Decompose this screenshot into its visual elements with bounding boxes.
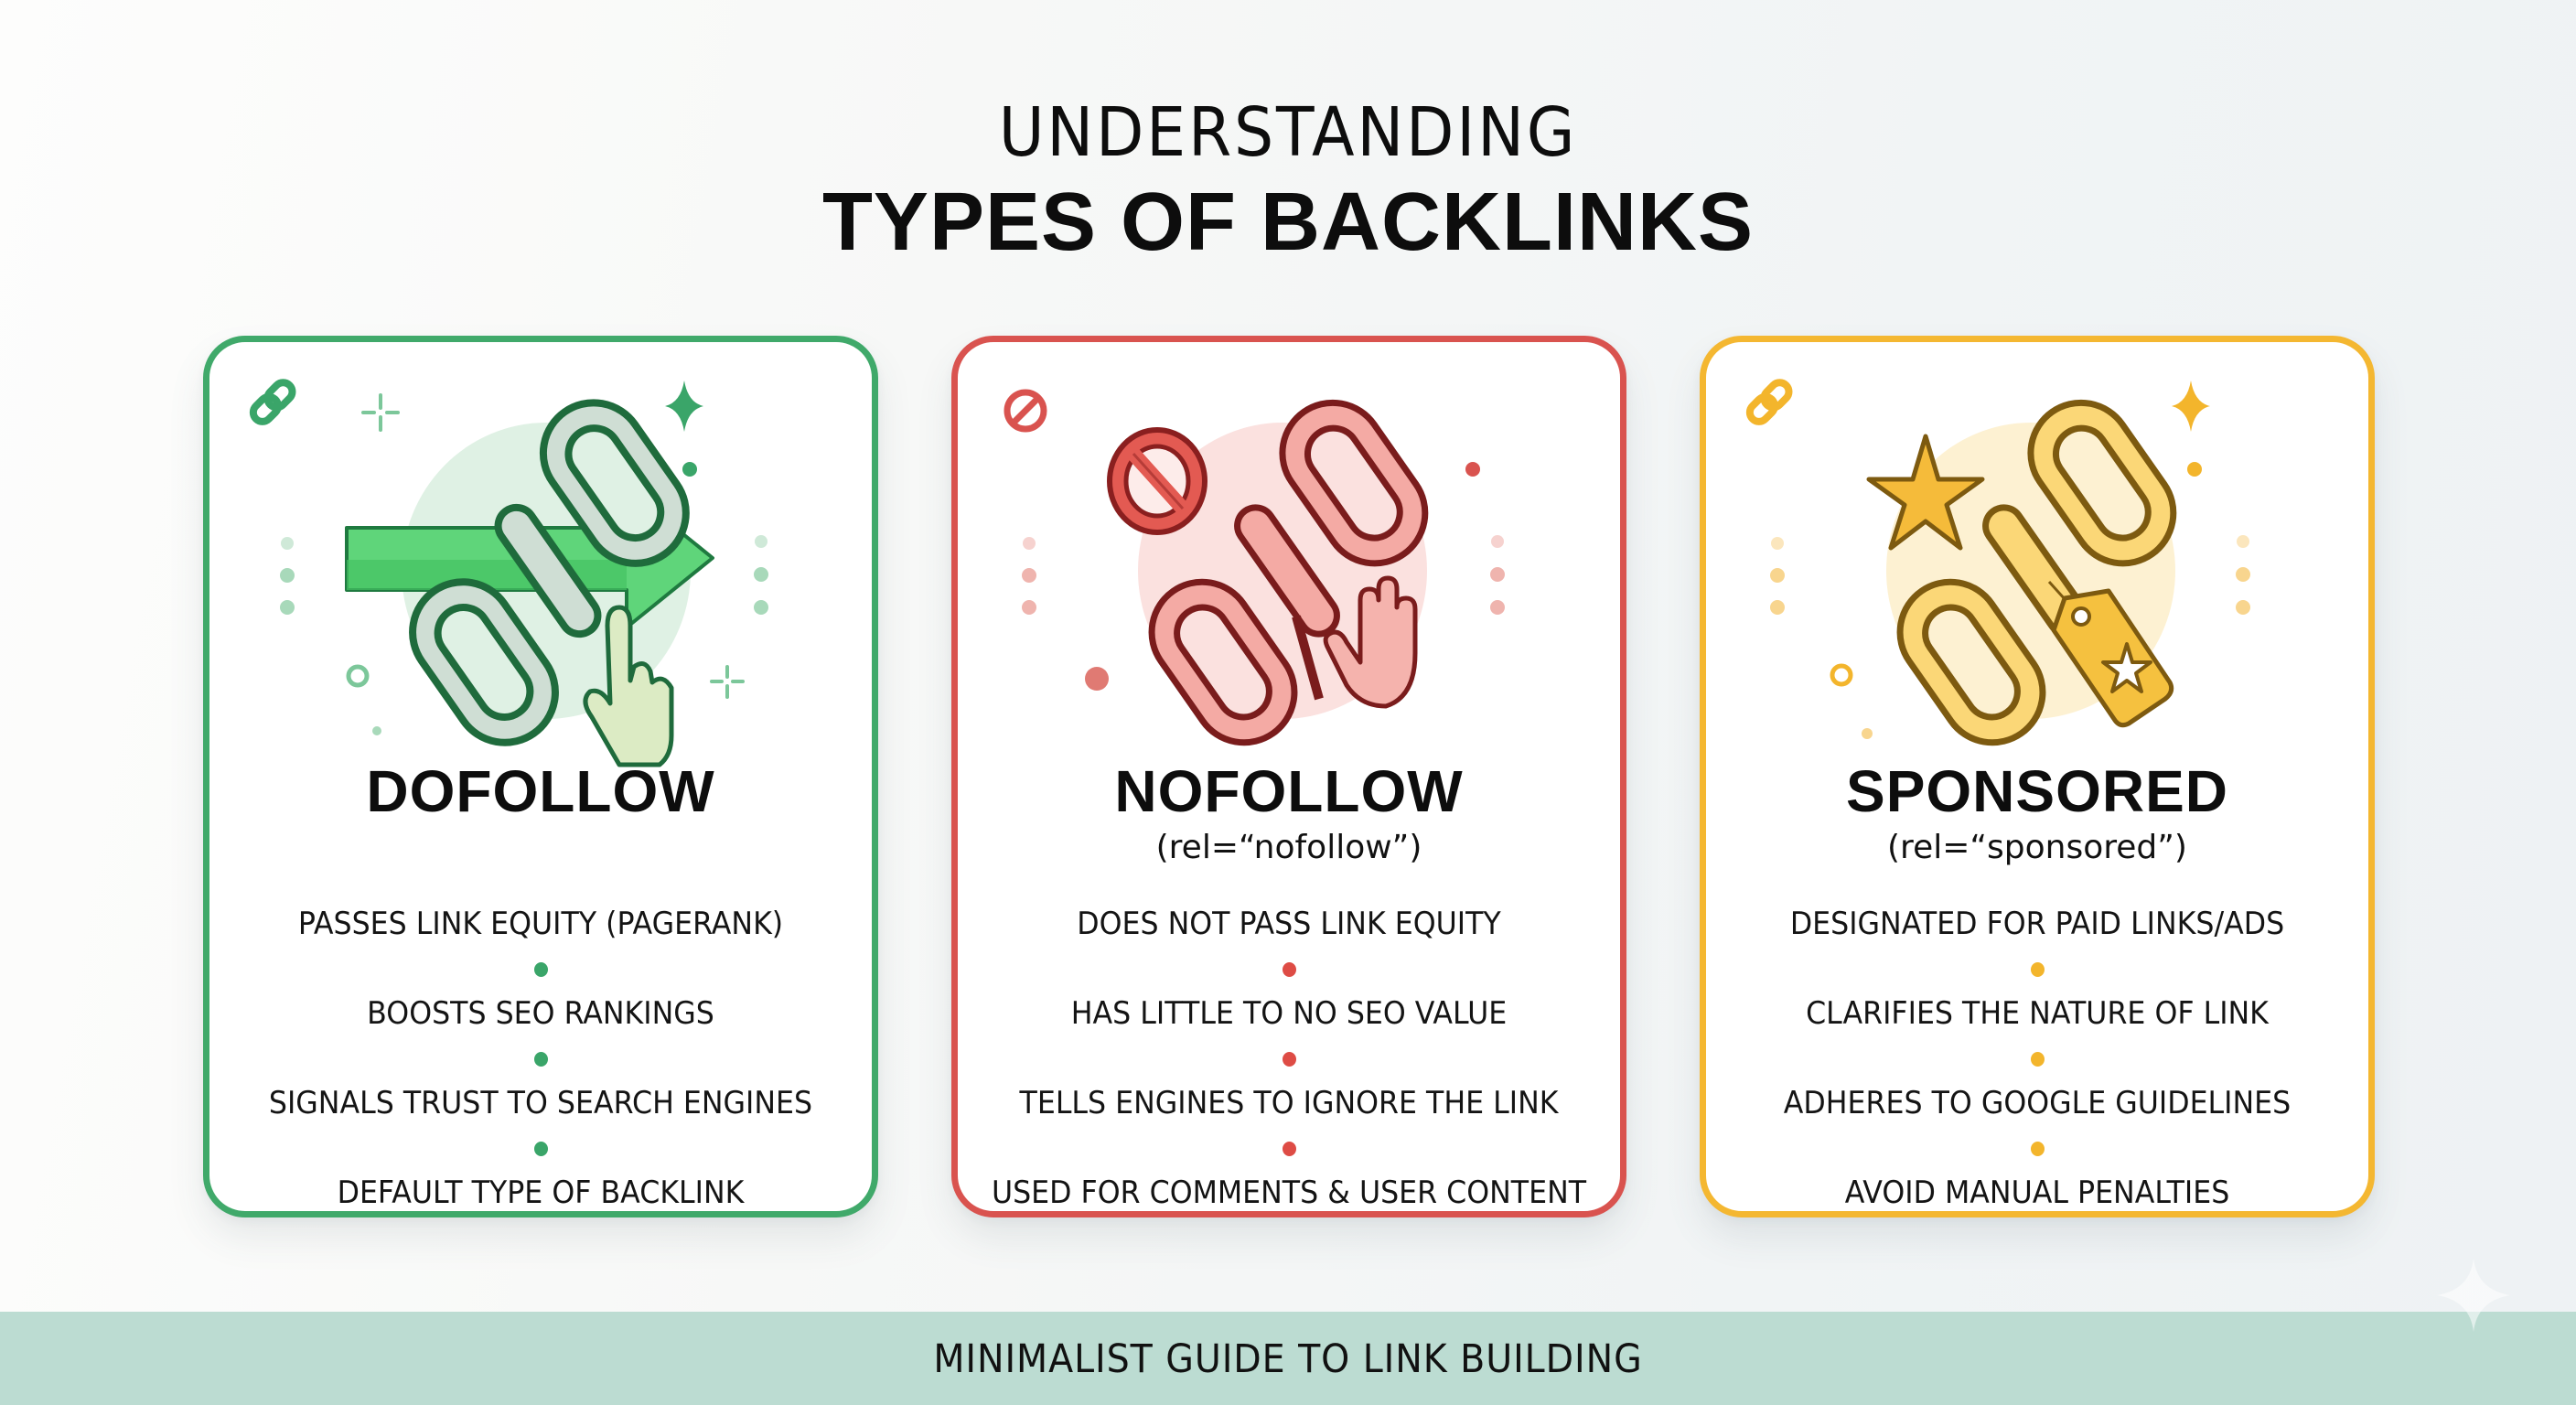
prohibited-icon: [1107, 427, 1208, 535]
list-item: ADHERES TO GOOGLE GUIDELINES: [1783, 1085, 2292, 1121]
card-nofollow: NOFOLLOW (rel=“nofollow”) DOES NOT PASS …: [951, 336, 1626, 1217]
list-item: DESIGNATED FOR PAID LINKS/ADS: [1789, 906, 2285, 942]
link-icon: [249, 379, 296, 425]
bullet-dot: [209, 1036, 872, 1081]
card-heading: SPONSORED: [1846, 758, 2228, 824]
feature-list: DOES NOT PASS LINK EQUITY HAS LITTLE TO …: [958, 902, 1620, 1216]
bullet-dot: [1706, 1036, 2368, 1081]
card-heading: NOFOLLOW: [1114, 758, 1464, 824]
chain-link-icon: [1896, 399, 2177, 746]
card-dofollow: DOFOLLOW PASSES LINK EQUITY (PAGERANK) B…: [203, 336, 878, 1217]
list-item: HAS LITTLE TO NO SEO VALUE: [1070, 995, 1508, 1032]
list-item: AVOID MANUAL PENALTIES: [1844, 1174, 2230, 1211]
chain-link-icon: [409, 399, 690, 746]
bullet-dot: [209, 947, 872, 992]
bullet-dot: [1706, 1126, 2368, 1171]
chain-link-icon: [1148, 399, 1429, 746]
stop-hand-icon: [1323, 575, 1418, 709]
list-item: TELLS ENGINES TO IGNORE THE LINK: [1019, 1085, 1559, 1121]
card-subtitle: (rel=“nofollow”): [1155, 829, 1422, 866]
list-item: DOES NOT PASS LINK EQUITY: [1077, 906, 1501, 942]
footer-text: MINIMALIST GUIDE TO LINK BUILDING: [933, 1336, 1643, 1382]
list-item: SIGNALS TRUST TO SEARCH ENGINES: [268, 1085, 813, 1121]
sparkle-icon: [361, 393, 400, 432]
list-item: USED FOR COMMENTS & USER CONTENT: [991, 1174, 1587, 1211]
nofollow-illustration: [958, 342, 1620, 772]
list-item: CLARIFIES THE NATURE OF LINK: [1806, 995, 2269, 1032]
star-icon: [1866, 434, 1985, 551]
link-icon: [1745, 379, 1793, 425]
price-tag-icon: [2051, 588, 2174, 728]
card-subtitle: (rel=“sponsored”): [1887, 829, 2187, 866]
prohibited-icon: [1004, 389, 1047, 433]
bullet-dot: [958, 1126, 1620, 1171]
sponsored-illustration: [1706, 342, 2368, 772]
bullet-dot: [209, 1126, 872, 1171]
feature-list: DESIGNATED FOR PAID LINKS/ADS CLARIFIES …: [1706, 902, 2368, 1216]
card-sponsored: SPONSORED (rel=“sponsored”) DESIGNATED F…: [1700, 336, 2375, 1217]
list-item: BOOSTS SEO RANKINGS: [367, 995, 714, 1032]
bullet-dot: [958, 1036, 1620, 1081]
pointing-hand-icon: [583, 605, 674, 767]
card-heading: DOFOLLOW: [366, 758, 715, 824]
dofollow-illustration: [209, 342, 872, 772]
sparkle-icon: [2172, 381, 2210, 432]
list-item: PASSES LINK EQUITY (PAGERANK): [297, 906, 784, 942]
bullet-dot: [958, 947, 1620, 992]
page-title: TYPES OF BACKLINKS: [821, 177, 1755, 268]
list-item: DEFAULT TYPE OF BACKLINK: [337, 1174, 745, 1211]
sparkle-icon: [2437, 1259, 2510, 1332]
break-mark: [1292, 615, 1324, 701]
bullet-dot: [1706, 947, 2368, 992]
header-kicker: UNDERSTANDING: [998, 93, 1578, 172]
feature-list: PASSES LINK EQUITY (PAGERANK) BOOSTS SEO…: [209, 902, 872, 1216]
footer-bar: MINIMALIST GUIDE TO LINK BUILDING: [0, 1312, 2576, 1405]
sparkle-icon: [665, 381, 703, 432]
